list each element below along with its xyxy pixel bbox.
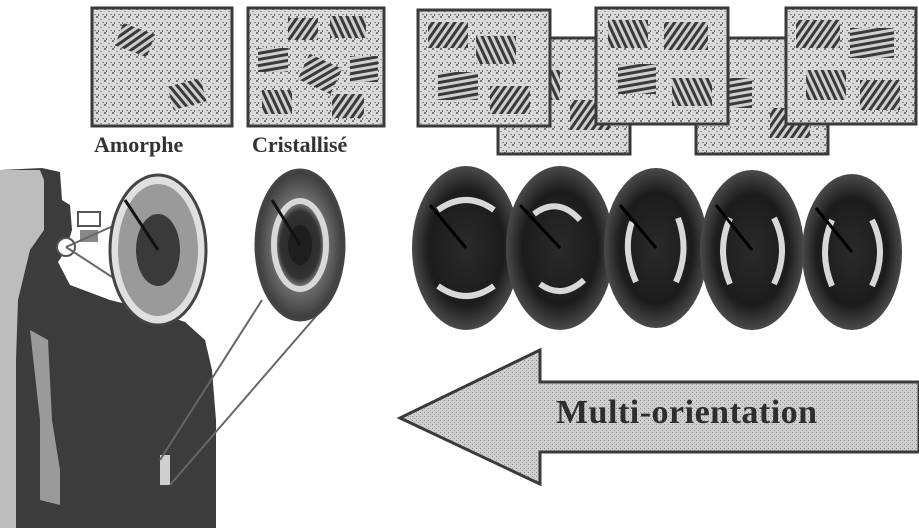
crystallized-structure-panel: [248, 8, 384, 126]
multi-orientation-diffraction-patterns: [412, 166, 902, 330]
amorphous-diffraction-pattern: [110, 175, 206, 325]
amorphous-label: Amorphe: [94, 132, 183, 158]
crystallized-diffraction-pattern: [256, 170, 344, 320]
amorphous-structure-panel: [92, 8, 232, 126]
multi-orientation-structure-panels: [418, 8, 916, 154]
crystallized-label: Cristallisé: [252, 132, 347, 158]
arrow-label: Multi-orientation: [556, 394, 818, 432]
